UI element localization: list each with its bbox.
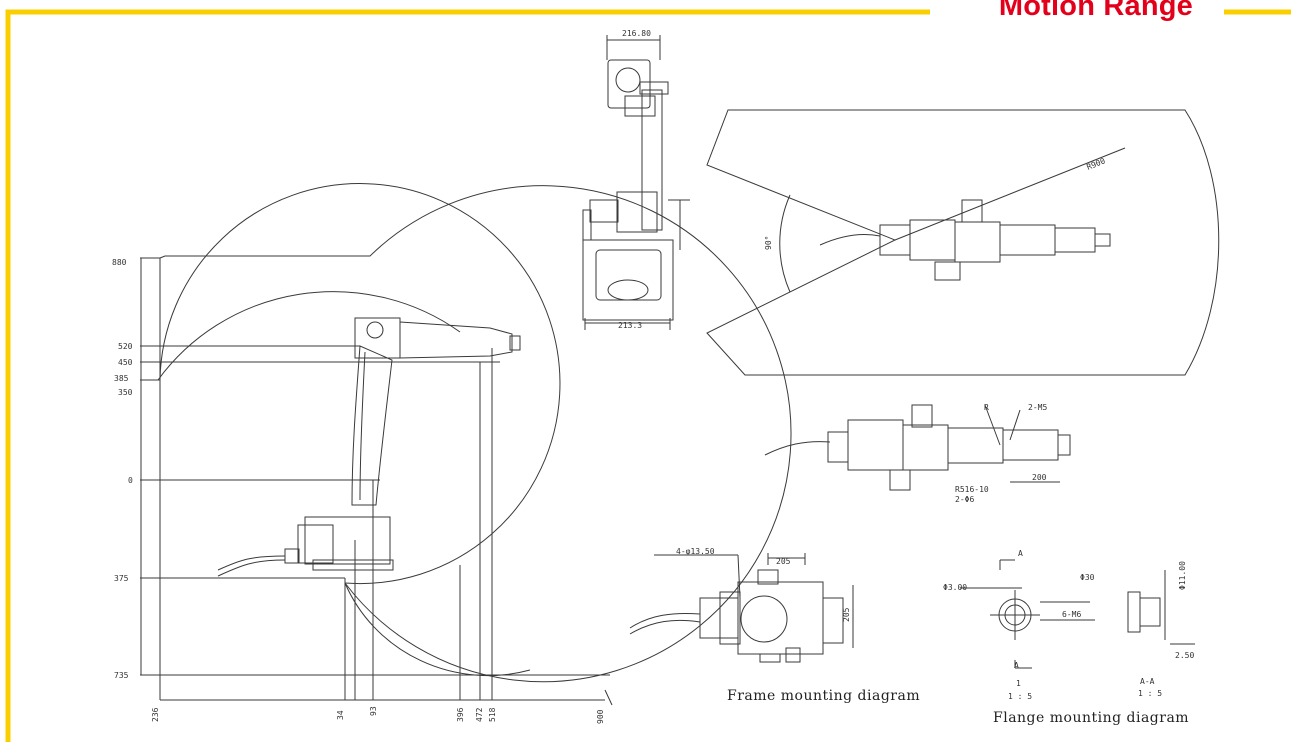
frame-mount-caption: Frame mounting diagram [727,688,921,704]
page-title: Motion Range [988,0,1203,24]
dim-height-label: 520 [118,342,133,351]
arm-label: 2-Φ6 [955,495,974,504]
arm-label: R516-10 [955,485,989,494]
flange-mount-caption: Flange mounting diagram [993,710,1190,726]
flange-mount [960,559,1195,669]
top-view [706,109,1220,376]
frame-height-label: 205 [842,607,851,622]
flange-label: 1 : 5 [1138,689,1162,698]
dim-width-label: 34 [336,710,345,720]
dim-height-label: 385 [114,374,129,383]
frame-hole-label: 4-φ13.50 [676,547,715,556]
flange-label: 1 [1016,679,1021,688]
dim-width-label: 900 [596,709,605,724]
dim-width-label: 236 [151,707,160,722]
flange-label: Φ3.00 [943,583,967,592]
flange-label: 1 : 5 [1008,692,1032,701]
rear-top-width: 216.80 [622,29,651,38]
dim-width-label: 93 [369,706,378,716]
dim-width-label: 396 [456,707,465,722]
arm-detail [764,404,1071,491]
flange-label: 6-M6 [1062,610,1081,619]
flange-labels: A Φ3.00 Φ30 6-M6 Φ11.00 2.50 A A-A 1 : 5… [943,549,1194,701]
dim-height-label: 450 [118,358,133,367]
top-angle-label: 90° [764,236,773,250]
flange-label: A [1018,549,1023,558]
dim-height-label: 0 [128,476,133,485]
flange-label: 2.50 [1175,651,1194,660]
flange-label: A [1014,661,1019,670]
frame-border-left [5,9,930,742]
dim-height-label: 735 [114,671,129,680]
top-radius-label: R900 [1085,156,1106,172]
rear-bottom-width: 213.3 [618,321,642,330]
arm-label: 2-M5 [1028,403,1047,412]
dim-height-label: 375 [114,574,129,583]
dim-height-label: 350 [118,388,133,397]
arm-detail-labels: R 2-M5 R516-10 2-Φ6 200 [955,403,1047,504]
flange-label: Φ11.00 [1178,561,1187,590]
dim-width-label: 518 [488,707,497,722]
arm-label: R [984,403,989,412]
frame-mount [629,553,854,663]
rear-view [582,35,690,330]
flange-label: A-A [1140,677,1155,686]
dim-height-label: 880 [112,258,127,267]
dim-width-label: 472 [475,707,484,722]
arm-label: 200 [1032,473,1047,482]
side-view-dimensions: 880 520 450 385 350 0 375 735 236 34 93 … [112,258,605,724]
frame-width-label: 205 [776,557,791,566]
flange-label: Φ30 [1080,573,1095,582]
side-view [140,183,792,706]
